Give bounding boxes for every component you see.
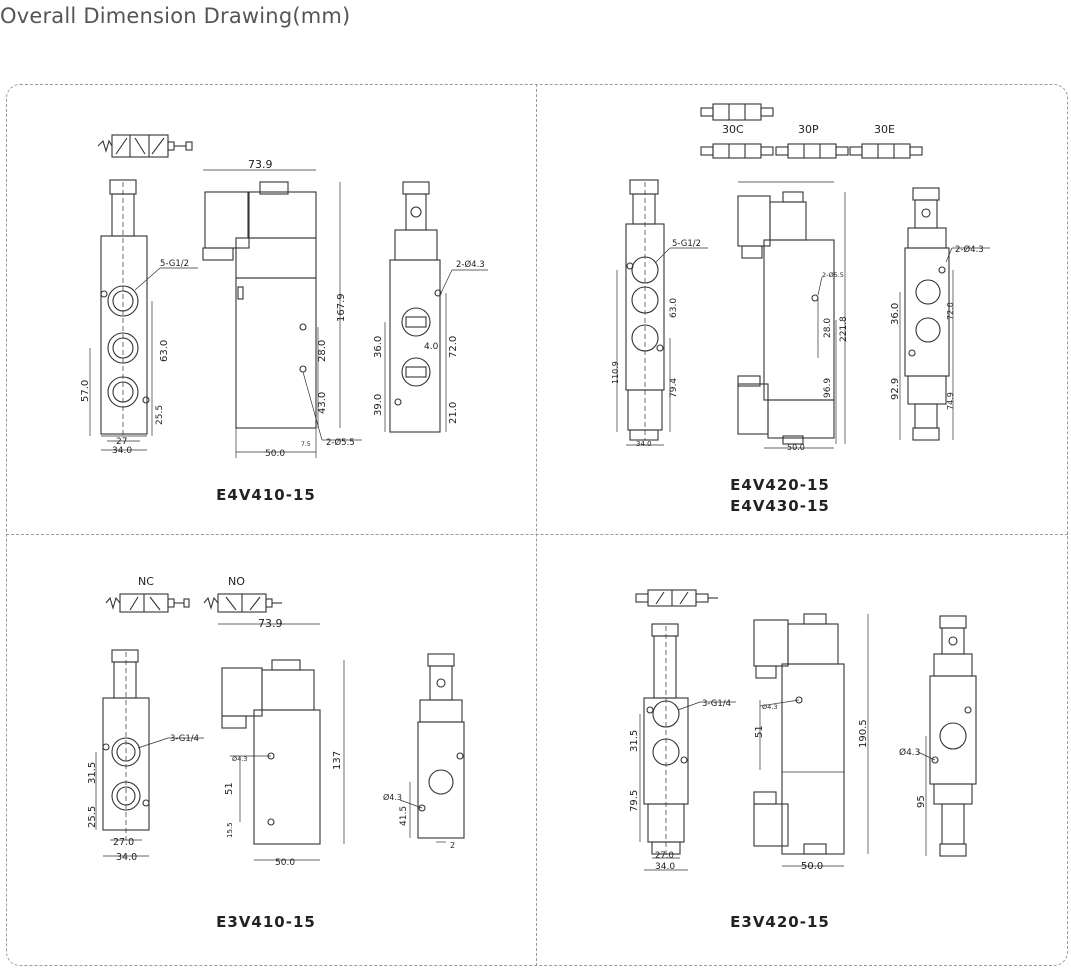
symbol-30p: 30P — [798, 123, 819, 136]
e4v420-front-view — [616, 179, 708, 446]
dim-57: 57.0 — [80, 380, 91, 402]
port-label-420: 5-G1/2 — [672, 239, 701, 249]
e3v420-front-view — [639, 623, 736, 871]
dim-96-9: 96.9 — [823, 378, 833, 398]
dim-110-9: 110.9 — [611, 361, 620, 384]
e4v410-end-view — [384, 181, 488, 433]
dim-25-5: 25.5 — [155, 405, 165, 425]
dim-51: 51 — [224, 782, 235, 795]
port-label: 5-G1/2 — [160, 259, 189, 269]
mount-hole-label-420: 2-Ø4.3 — [955, 244, 984, 255]
dim-50: 50.0 — [265, 449, 285, 459]
dim-15-5: 15.5 — [226, 822, 234, 838]
frame-horizontal-divider — [6, 534, 1068, 535]
dim-95: 95 — [916, 795, 927, 808]
mount-hole-label: 2-Ø4.3 — [456, 259, 485, 270]
dim-190-5: 190.5 — [858, 719, 869, 748]
hole-label-e3-b: Ø4.3 — [383, 792, 402, 802]
dim-39: 39.0 — [373, 394, 384, 416]
dim-72: 72.0 — [448, 336, 459, 358]
e4v420-symbols — [700, 103, 923, 159]
frame-vertical-divider — [536, 84, 537, 966]
hole-label-e3v420-b: Ø4.3 — [899, 747, 920, 758]
drawing-frame — [6, 84, 1068, 966]
dim-51-e3v420: 51 — [754, 725, 765, 738]
model-label-e4v410: E4V410-15 — [216, 486, 316, 504]
dim-21: 21.0 — [448, 402, 459, 424]
model-label-e3v410: E3V410-15 — [216, 913, 316, 931]
hole-label-420: 2-Ø5.5 — [822, 271, 844, 279]
dim-63-420: 63.0 — [669, 298, 679, 318]
dim-63: 63.0 — [159, 340, 170, 362]
port-label-e3v420: 3-G1/4 — [702, 699, 731, 709]
dim-79-4: 79.4 — [669, 378, 679, 398]
dim-137: 137 — [332, 751, 343, 770]
dim-92-9: 92.9 — [890, 378, 901, 400]
dim-28-420: 28.0 — [823, 318, 833, 338]
e4v410-side-view — [202, 169, 362, 458]
page-title: Overall Dimension Drawing(mm) — [0, 4, 351, 28]
dim-width-top: 73.9 — [248, 158, 273, 171]
dim-27-e3v420: 27.0 — [655, 851, 674, 861]
e3v420-end-view — [917, 615, 977, 857]
dim-31-5: 31.5 — [87, 762, 98, 784]
dim-72-420: 72.0 — [946, 302, 955, 320]
dim-31-5-e3v420: 31.5 — [629, 730, 640, 752]
symbol-30e: 30E — [874, 123, 895, 136]
dim-50-420: 50.0 — [787, 443, 805, 452]
dim-43: 43.0 — [317, 392, 328, 414]
dim-4: 4.0 — [424, 342, 439, 352]
e4v420-end-view — [899, 187, 990, 441]
e3v420-side-view — [753, 613, 869, 867]
symbol-nc: NC — [138, 575, 154, 588]
symbol-no: NO — [228, 575, 245, 588]
dim-36: 36.0 — [373, 336, 384, 358]
dim-34-e3: 34.0 — [116, 852, 137, 863]
e3v410-front-view — [95, 649, 204, 857]
e3v410-side-view — [218, 623, 345, 861]
hole-label: 2-Ø5.5 — [326, 437, 355, 448]
dim-27-e3: 27.0 — [113, 837, 134, 848]
model-label-e4v430: E4V430-15 — [730, 497, 830, 515]
dim-7-5: 7.5 — [301, 441, 311, 448]
dim-79-5: 79.5 — [629, 790, 640, 812]
e3v420-symbol — [635, 589, 718, 607]
dim-36-420: 36.0 — [890, 303, 901, 325]
hole-label-e3v420-a: Ø4.3 — [762, 703, 777, 711]
e4v410-front-view — [89, 179, 198, 451]
dim-2: 2 — [450, 841, 455, 850]
e4v420-side-view — [737, 181, 846, 449]
dim-74-9: 74.9 — [946, 392, 955, 410]
dim-41-5: 41.5 — [399, 806, 409, 826]
dim-34: 34.0 — [112, 446, 132, 456]
dim-167-9: 167.9 — [336, 293, 347, 322]
dim-50-e3: 50.0 — [275, 858, 295, 868]
dim-34-e3v420: 34.0 — [655, 862, 675, 872]
dim-221-8: 221.8 — [839, 316, 849, 342]
hole-label-e3-a: Ø4.3 — [232, 755, 247, 763]
dim-width-top-e3: 73.9 — [258, 617, 283, 630]
dim-27: 27 — [116, 437, 127, 447]
dim-34-420: 34.0 — [636, 440, 652, 448]
model-label-e3v420: E3V420-15 — [730, 913, 830, 931]
port-label-e3: 3-G1/4 — [170, 734, 199, 744]
e3v410-end-view — [399, 653, 465, 843]
model-label-e4v420: E4V420-15 — [730, 476, 830, 494]
dim-50-e3v420: 50.0 — [801, 861, 823, 872]
dim-25-5-e3: 25.5 — [87, 806, 98, 828]
symbol-30c: 30C — [722, 123, 744, 136]
e3v410-symbols — [105, 593, 282, 613]
e4v410-symbol — [97, 134, 193, 158]
dim-28: 28.0 — [317, 340, 328, 362]
